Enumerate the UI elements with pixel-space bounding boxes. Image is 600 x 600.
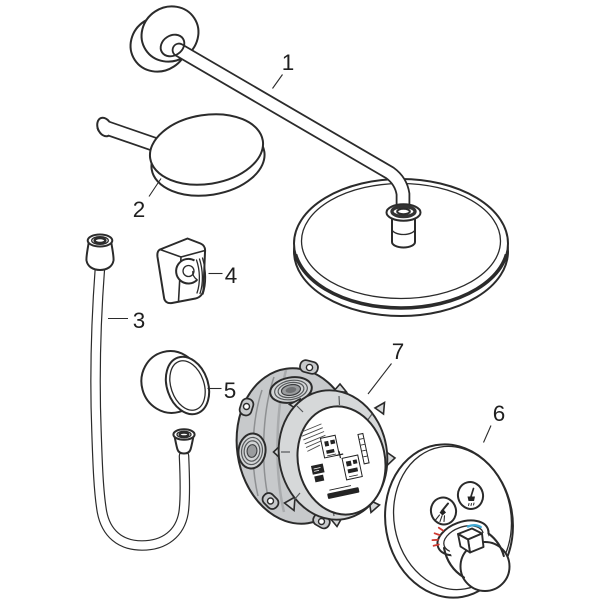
hand-shower (96, 113, 266, 197)
arm-nut (385, 203, 422, 249)
select-button-handshower[interactable] (428, 495, 459, 528)
temperature-scale-red (431, 526, 444, 547)
callout-4: 4 (225, 263, 238, 288)
handset-holder (156, 237, 207, 305)
callout-2: 2 (133, 197, 146, 222)
mounting-lugs (238, 359, 331, 530)
shower-hose (85, 233, 196, 551)
shower-arm (129, 5, 422, 249)
hose-nut-bottom (172, 428, 196, 455)
basic-set-valve (235, 359, 397, 530)
rain-shower-icon (467, 487, 475, 506)
hose-nut-top (85, 233, 115, 271)
callout-5: 5 (224, 378, 237, 403)
threaded-port-left (237, 432, 267, 470)
escutcheon-cap (140, 350, 211, 416)
callout-7: 7 (392, 339, 405, 364)
callout-1: 1 (282, 50, 295, 75)
grip-tab (457, 527, 485, 554)
threaded-port-top (269, 376, 313, 404)
hand-shower-icon (434, 502, 449, 523)
callout-6: 6 (493, 401, 506, 426)
thermostat-trim (384, 443, 514, 599)
callout-3: 3 (133, 308, 146, 333)
thermostat-handle[interactable] (431, 514, 511, 592)
temperature-scale-blue (466, 524, 482, 529)
callouts: 1 2 3 4 5 6 7 (108, 50, 505, 443)
valve-face-print (300, 423, 370, 499)
select-button-rainshower[interactable] (455, 479, 486, 512)
